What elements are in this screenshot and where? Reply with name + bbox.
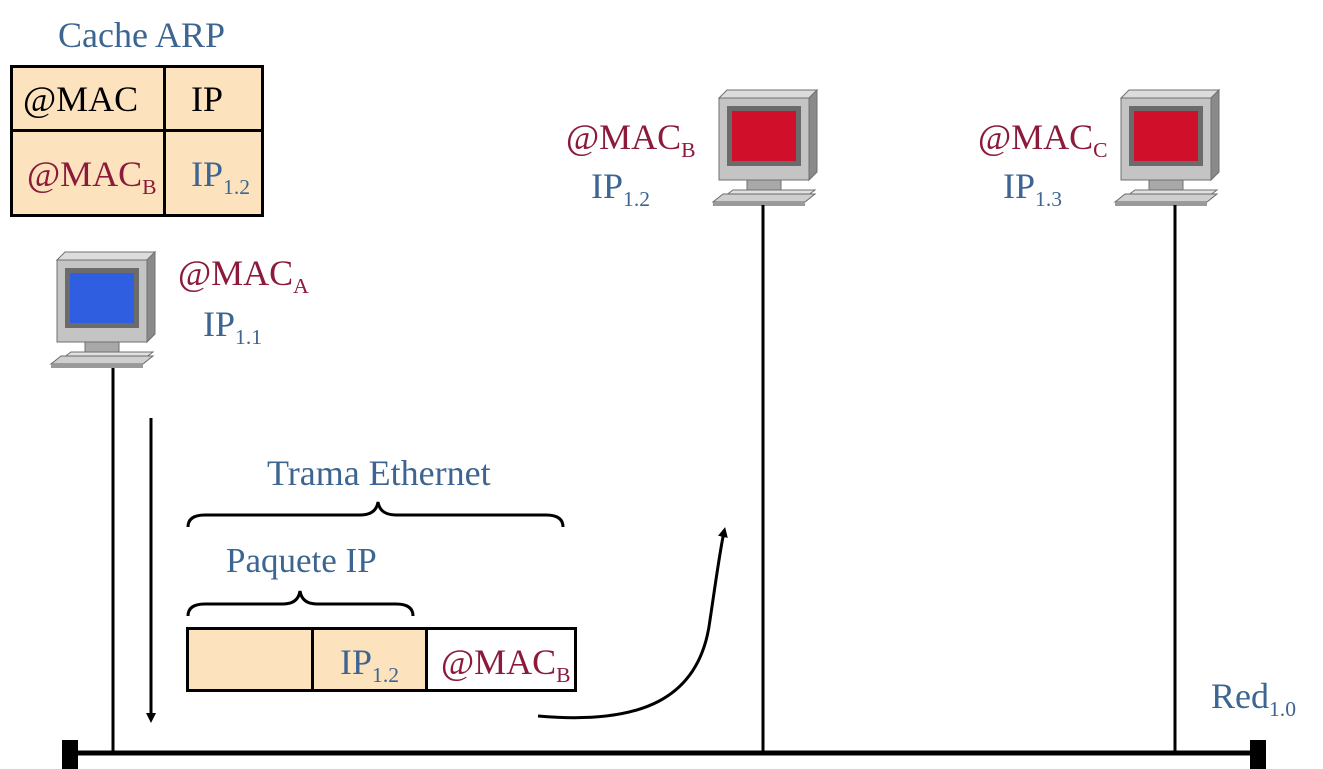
host-a-computer-icon (50, 251, 156, 369)
ethernet-frame: IP1.2 @MACB (186, 627, 577, 692)
arp-header-mac: @MAC (23, 79, 139, 119)
network-label: Red1.0 (1211, 676, 1296, 721)
host-c-screen (1134, 111, 1198, 161)
ip-packet-label: Paquete IP (226, 541, 377, 580)
ip-packet-brace (186, 590, 415, 617)
ethernet-frame-brace (186, 501, 565, 528)
frame-ip-field: IP1.2 (340, 642, 400, 687)
frame-mac-segment: @MACB (428, 630, 574, 689)
delivery-curved-arrow (537, 527, 728, 720)
frame-mac-field: @MACB (441, 642, 571, 687)
host-a-ip: IP1.1 (203, 304, 263, 349)
table-row-divider (13, 129, 261, 132)
host-c-ip: IP1.3 (1003, 166, 1063, 211)
table-column-divider (163, 68, 166, 214)
frame-ip-segment: IP1.2 (314, 630, 428, 689)
bus-right-terminator (1250, 740, 1266, 769)
arp-cache-title: Cache ARP (58, 15, 225, 55)
arp-header-ip: IP (191, 79, 224, 119)
host-b-computer-icon (712, 89, 818, 207)
frame-payload-segment (189, 630, 314, 689)
host-c-mac: @MACC (978, 117, 1108, 162)
arp-row-mac: @MACB (27, 154, 157, 199)
arp-row-ip: IP1.2 (191, 154, 251, 199)
host-a-screen (70, 273, 134, 323)
bus-left-terminator (62, 740, 78, 769)
host-b-ip: IP1.2 (591, 166, 651, 211)
arp-cache-table: @MAC IP @MACB IP1.2 (10, 65, 264, 217)
host-a-mac: @MACA (178, 253, 309, 298)
ethernet-frame-label: Trama Ethernet (267, 453, 491, 493)
host-b-mac: @MACB (566, 117, 696, 162)
host-b-screen (732, 111, 796, 161)
host-c-computer-icon (1114, 89, 1220, 207)
